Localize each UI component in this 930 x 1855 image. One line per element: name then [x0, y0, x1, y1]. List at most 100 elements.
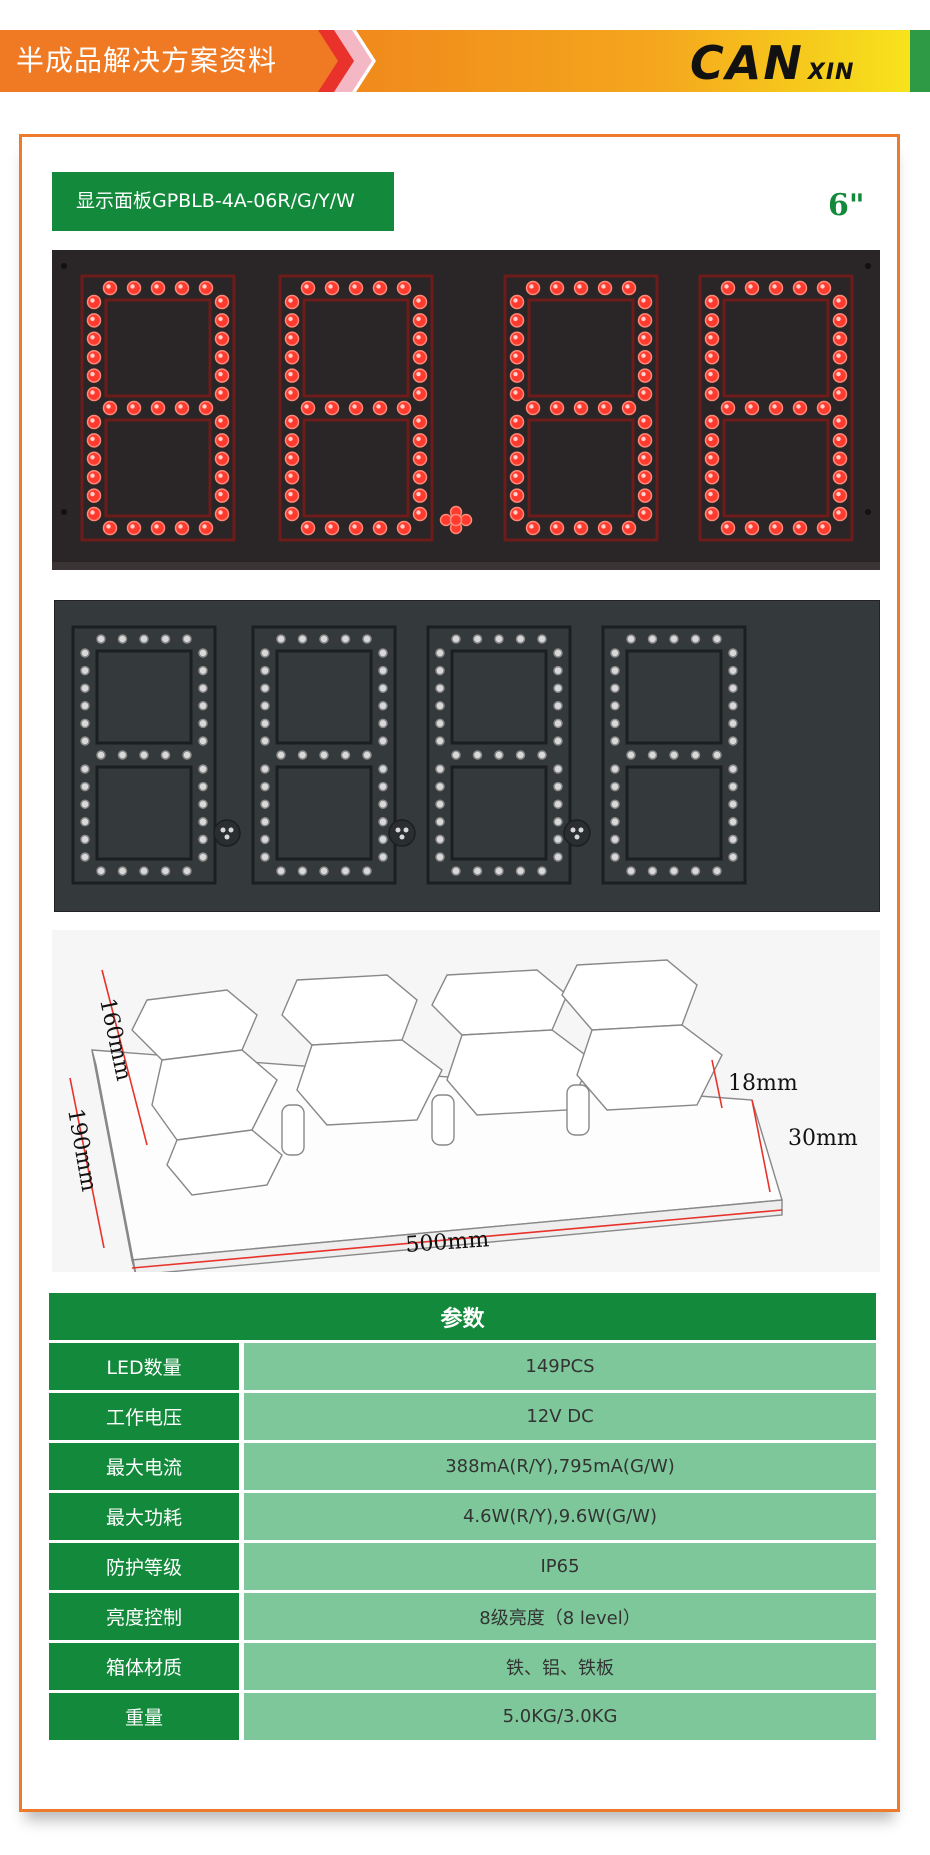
led-dot: [139, 634, 149, 644]
led-dot: [376, 404, 381, 409]
led-dot: [435, 781, 445, 792]
led-dot: [260, 799, 270, 809]
led-dot: [708, 390, 713, 395]
led-dot: [625, 284, 630, 289]
led-dot: [772, 524, 777, 529]
led-dot: [669, 866, 679, 876]
led-dot: [297, 866, 308, 876]
led-dot: [708, 335, 713, 340]
led-dot: [435, 701, 445, 711]
led-dot: [553, 817, 563, 827]
led-dot: [80, 718, 90, 729]
led-dot: [218, 335, 223, 340]
led-dot: [748, 284, 753, 289]
led-dot: [515, 866, 526, 876]
led-dot: [570, 827, 576, 833]
led-dot: [836, 491, 841, 497]
spec-label: 工作电压: [49, 1393, 244, 1443]
led-dot: [304, 404, 309, 409]
led-dot: [529, 404, 534, 409]
led-dot: [130, 524, 135, 529]
led-dot: [641, 335, 646, 340]
led-dot: [378, 834, 388, 845]
spec-row: 最大功耗 4.6W(R/Y),9.6W(G/W): [49, 1493, 876, 1543]
led-dot: [513, 390, 518, 395]
led-dot: [513, 298, 518, 303]
led-dot: [577, 284, 582, 289]
red-led-digits: [61, 263, 871, 542]
led-dot: [708, 473, 713, 478]
led-dot: [304, 284, 309, 289]
led-dot: [276, 634, 286, 644]
led-dot: [213, 819, 241, 847]
led-dot: [451, 750, 461, 760]
led-dot: [106, 404, 111, 409]
led-dot: [80, 817, 90, 827]
logo-main: CAN: [690, 36, 804, 90]
led-dot: [728, 683, 738, 693]
led-dot: [90, 436, 95, 442]
led-dot: [796, 284, 801, 289]
led-dot: [198, 781, 208, 792]
led-dot: [748, 524, 753, 529]
led-dot: [90, 371, 95, 377]
spec-label: 防护等级: [49, 1543, 244, 1593]
led-dot: [218, 316, 223, 322]
spec-value: 388mA(R/Y),795mA(G/W): [244, 1443, 876, 1493]
led-dot: [472, 750, 483, 760]
led-dot: [610, 852, 620, 862]
led-dot: [288, 491, 293, 497]
led-dot: [610, 701, 620, 711]
led-dot: [328, 524, 333, 529]
led-dot: [728, 736, 738, 746]
led-dot: [218, 418, 223, 423]
spec-header-row: 参数: [49, 1293, 876, 1343]
led-dot: [218, 491, 223, 497]
led-dot: [260, 665, 270, 676]
led-dot: [80, 852, 90, 862]
led-dot: [288, 335, 293, 340]
led-dot: [61, 263, 67, 269]
led-dot: [553, 764, 563, 774]
banner-title: 半成品解决方案资料: [16, 44, 278, 77]
led-dot: [435, 736, 445, 746]
red-led-panel-photo: [52, 250, 880, 570]
led-dot: [796, 524, 801, 529]
led-dot: [106, 284, 111, 289]
led-dot: [378, 799, 388, 809]
led-dot: [288, 371, 293, 377]
unlit-led-panel-photo: [54, 600, 880, 912]
led-dot: [202, 524, 207, 529]
led-dot: [90, 418, 95, 423]
led-dot: [836, 371, 841, 377]
led-dot: [449, 513, 463, 527]
digit-outline: [698, 274, 854, 542]
spec-value: 铁、铝、铁板: [244, 1643, 876, 1693]
led-dot: [288, 455, 293, 460]
led-dot: [340, 750, 351, 760]
led-dot: [416, 436, 421, 442]
led-dot: [90, 353, 95, 358]
led-dot: [669, 634, 679, 644]
base-depth-dimension: 30mm: [788, 1126, 858, 1151]
led-dot: [260, 852, 270, 862]
led-dot: [728, 764, 738, 774]
spec-value: 5.0KG/3.0KG: [244, 1693, 876, 1740]
led-dot: [625, 524, 630, 529]
led-dot: [708, 455, 713, 460]
led-dot: [728, 781, 738, 792]
spec-label: 最大电流: [49, 1443, 244, 1493]
spec-label: 亮度控制: [49, 1593, 244, 1643]
led-dot: [416, 335, 421, 340]
led-dot: [601, 404, 606, 409]
led-dot: [80, 683, 90, 693]
led-dot: [400, 284, 405, 289]
led-dot: [106, 524, 111, 529]
led-dot: [378, 665, 388, 676]
led-dot: [198, 852, 208, 862]
led-dot: [378, 718, 388, 729]
led-dot: [712, 634, 722, 644]
led-dot: [553, 665, 563, 676]
led-dot: [288, 510, 293, 515]
led-dot: [553, 736, 563, 746]
